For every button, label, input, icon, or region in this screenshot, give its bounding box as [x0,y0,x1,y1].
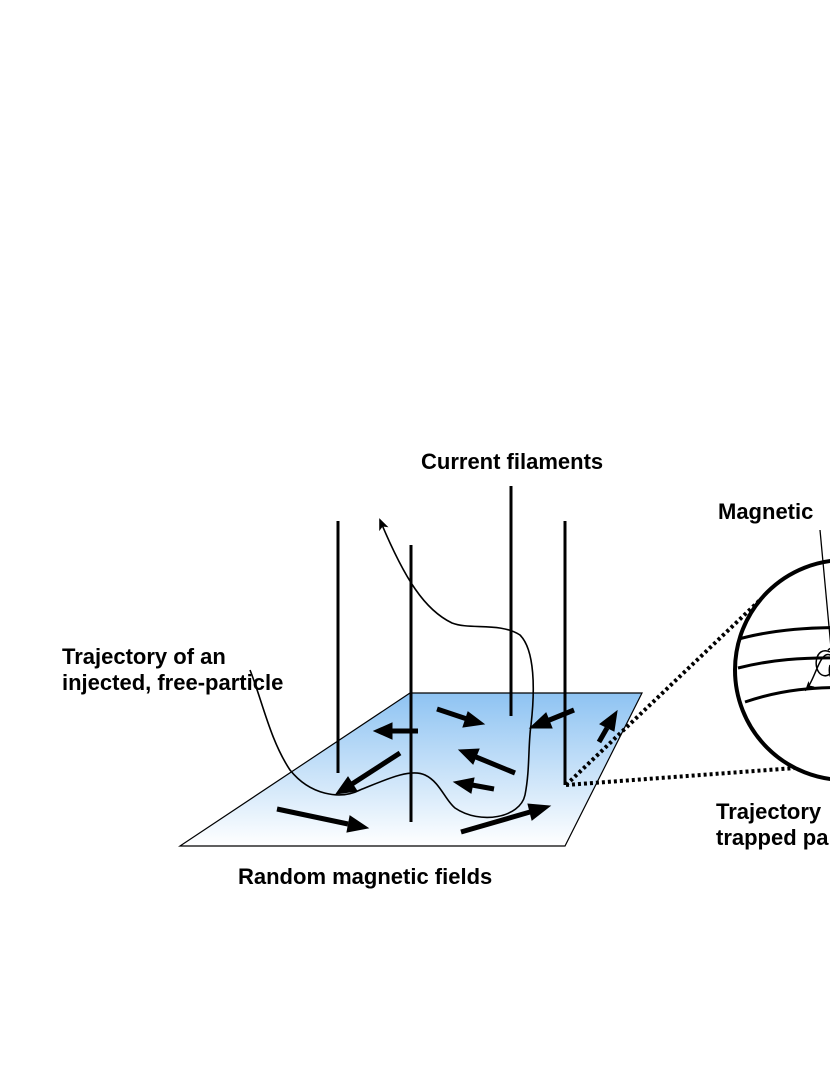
label-current-filaments: Current filaments [421,449,603,474]
field-arrow [460,803,552,835]
field-arrow [372,722,418,740]
current-filaments [336,486,567,822]
label-random-fields: Random magnetic fields [238,864,492,889]
label-magnetic: Magnetic [718,499,813,524]
field-arrow [452,777,495,794]
field-line [737,656,830,670]
field-arrow [596,709,618,744]
magnetic-pointer [819,529,830,645]
field-arrow [334,750,402,795]
label-free-trajectory-line2: injected, free-particle [62,670,283,695]
field-arrow [276,806,370,833]
field-arrow [457,748,516,776]
magnified-circle [733,559,830,781]
zoom-connector [564,598,823,787]
free-particle-trajectory [249,518,535,819]
field-arrow [528,707,575,729]
field-line [744,686,830,704]
magnified-region [733,529,830,781]
field-line [735,626,830,642]
label-free-trajectory-line1: Trajectory of an [62,644,226,669]
field-arrow [436,706,486,728]
trapped-trajectory [804,650,830,692]
label-trapped-trajectory-line2: trapped pa [716,825,829,850]
label-trapped-trajectory-line1: Trajectory [716,799,822,824]
field-arrows [276,706,618,835]
